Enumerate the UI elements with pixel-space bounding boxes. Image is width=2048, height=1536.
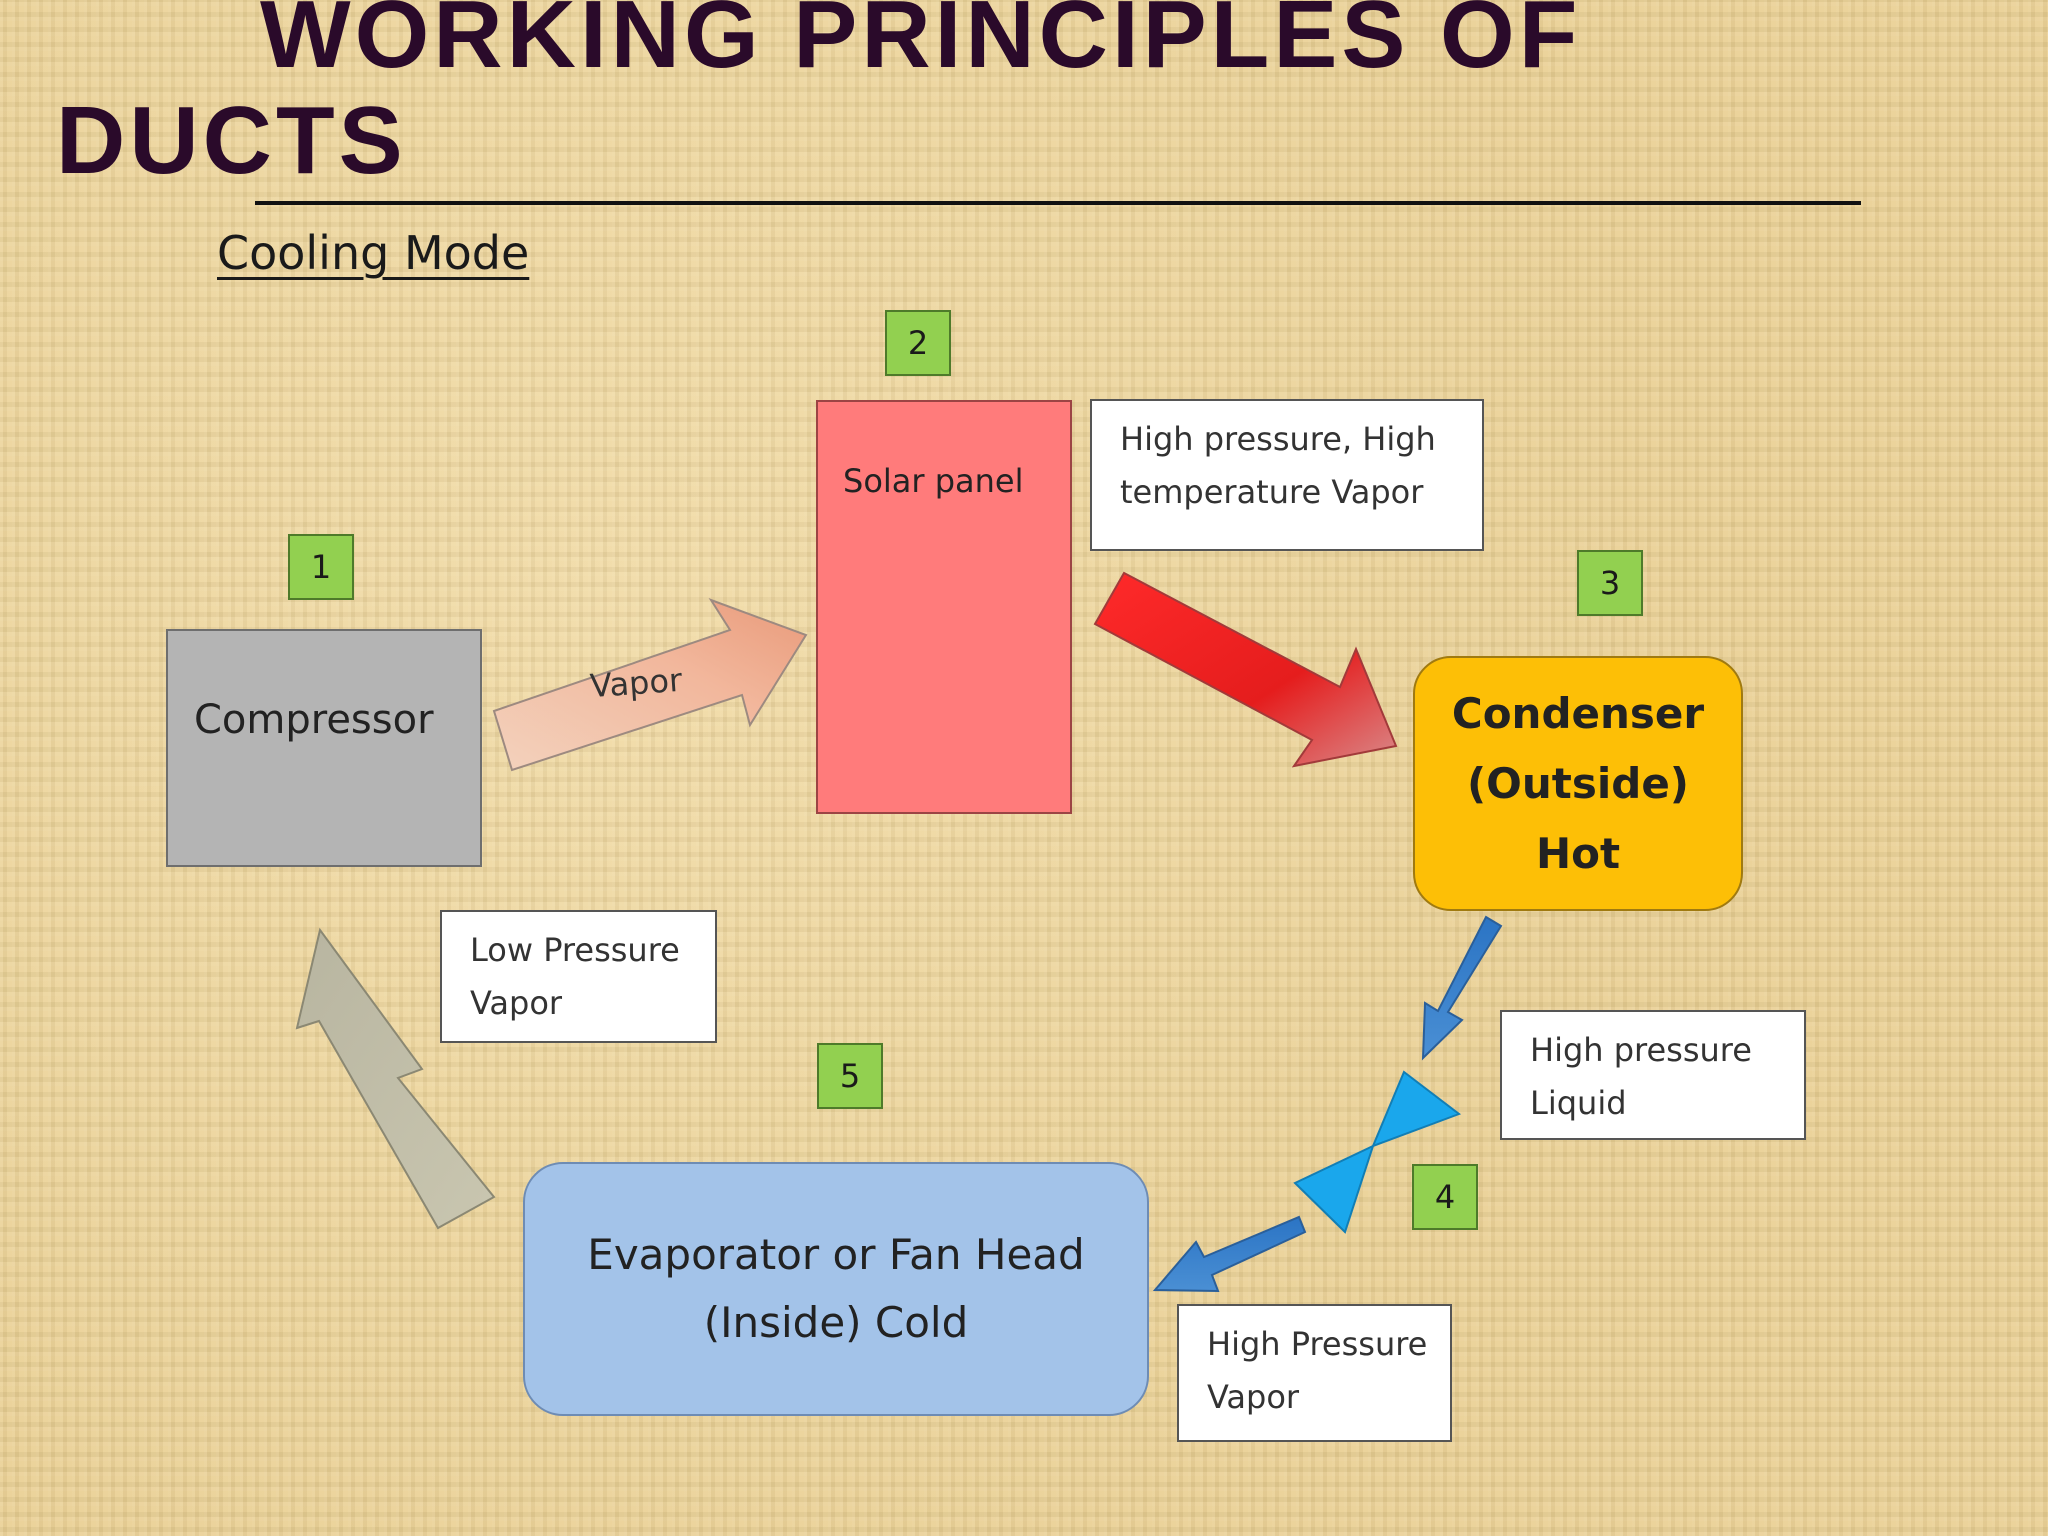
label-line: Liquid (1530, 1084, 1627, 1122)
solar-panel-label: Solar panel (843, 462, 1024, 500)
subtitle-cooling-mode: Cooling Mode (217, 226, 530, 280)
condenser-label-3: Hot (1535, 828, 1621, 878)
label-line: Vapor (1207, 1378, 1300, 1416)
liquid-arrow (1421, 915, 1503, 1061)
label-high-pressure-liquid: High pressure Liquid (1500, 1010, 1806, 1140)
step-badge-4: 4 (1412, 1164, 1478, 1230)
condenser-label-1: Condenser (1451, 688, 1705, 738)
return-arrow (295, 927, 496, 1230)
label-line: High Pressure (1207, 1325, 1428, 1363)
page-title: WORKING PRINCIPLES OF DUCTS (56, 0, 1756, 194)
step-badge-1: 1 (288, 534, 354, 600)
compressor-box: Compressor (166, 629, 482, 867)
evaporator-label-2: (Inside) Cold (703, 1298, 969, 1347)
vapor-to-evaporator-arrow (1152, 1215, 1307, 1293)
compressor-label: Compressor (194, 697, 434, 743)
label-high-pressure-high-temp-vapor: High pressure, High temperature Vapor (1090, 399, 1484, 551)
title-line-2: DUCTS (56, 87, 407, 194)
condenser-label-2: (Outside) (1466, 758, 1690, 808)
label-high-pressure-vapor: High Pressure Vapor (1177, 1304, 1452, 1442)
step-badge-2: 2 (885, 310, 951, 376)
vapor-arrow-label: Vapor (588, 660, 684, 706)
step-badge-5: 5 (817, 1043, 883, 1109)
title-line-1: WORKING PRINCIPLES OF (260, 0, 1582, 88)
label-line: Low Pressure (470, 931, 680, 969)
label-line: temperature Vapor (1120, 473, 1424, 511)
evaporator-box: Evaporator or Fan Head (Inside) Cold (523, 1162, 1149, 1416)
label-line: Vapor (470, 984, 563, 1022)
label-line: High pressure, High (1120, 420, 1436, 458)
title-divider (255, 201, 1861, 205)
solar-panel-box: Solar panel (816, 400, 1072, 814)
label-low-pressure-vapor: Low Pressure Vapor (440, 910, 717, 1043)
step-badge-3: 3 (1577, 550, 1643, 616)
evaporator-label-1: Evaporator or Fan Head (587, 1230, 1085, 1279)
valve-upper-triangle (1371, 1070, 1462, 1148)
hot-vapor-arrow (1093, 571, 1398, 768)
condenser-box: Condenser (Outside) Hot (1413, 656, 1743, 911)
vapor-arrow (492, 598, 808, 772)
label-line: High pressure (1530, 1031, 1752, 1069)
valve-lower-triangle (1293, 1144, 1375, 1234)
